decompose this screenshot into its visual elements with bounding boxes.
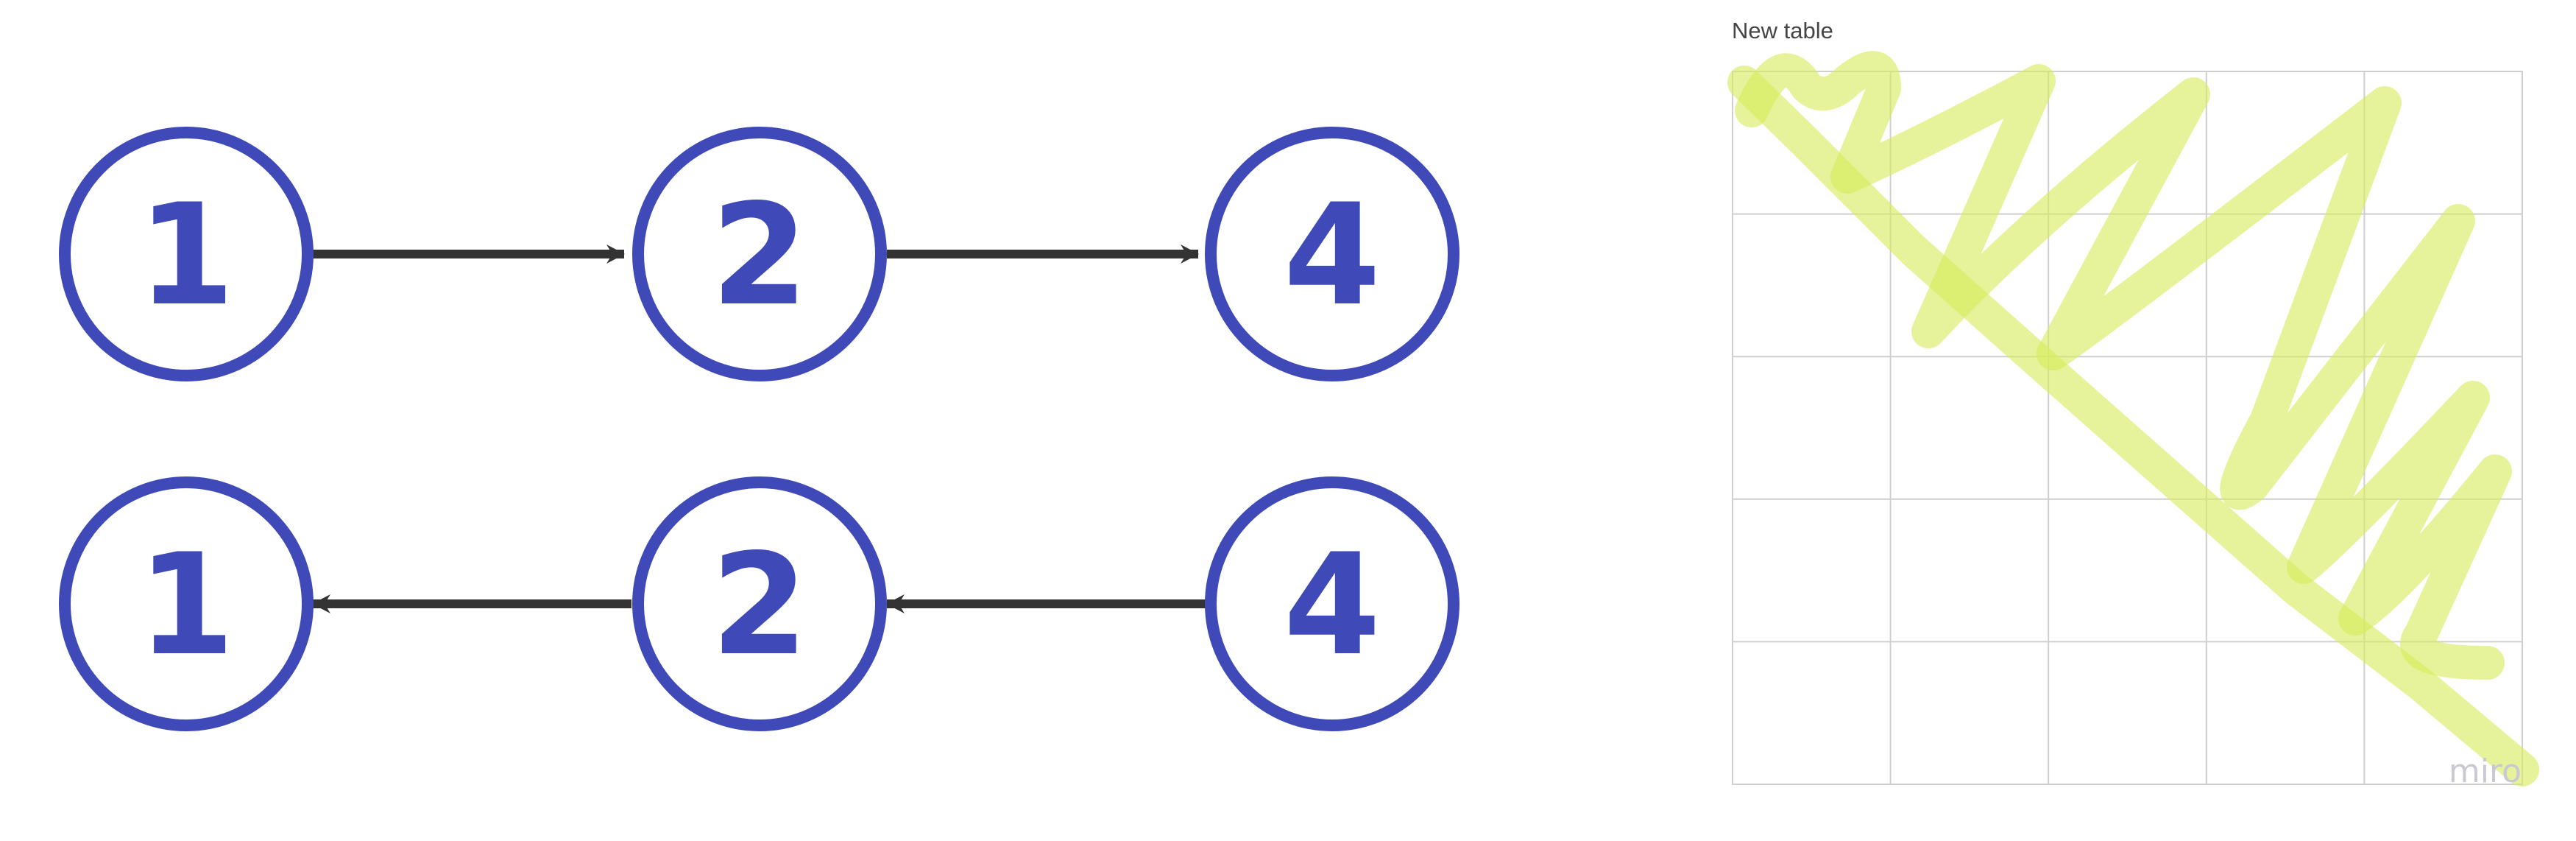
node-b1[interactable]: 1	[59, 476, 314, 731]
node-f4[interactable]: 4	[1205, 127, 1459, 381]
table-border	[1732, 71, 2523, 785]
node-label: 2	[711, 524, 808, 686]
node-label: 4	[1284, 174, 1381, 337]
node-f2[interactable]: 2	[632, 127, 887, 381]
node-f1[interactable]: 1	[59, 127, 314, 381]
node-label: 1	[138, 174, 235, 337]
node-label: 2	[711, 174, 808, 337]
node-label: 4	[1284, 524, 1381, 686]
node-label: 1	[138, 524, 235, 686]
diagram-row-forward: 1 2 4	[59, 127, 1459, 381]
diagram-row-backward: 1 2 4	[59, 476, 1459, 731]
table-title: New table	[1732, 18, 1833, 43]
miro-logo: miro	[2449, 753, 2522, 790]
table-widget[interactable]: New table miro	[1727, 18, 2539, 790]
node-b4[interactable]: 4	[1205, 476, 1459, 731]
node-b2[interactable]: 2	[632, 476, 887, 731]
highlighter-scribble-icon[interactable]	[1727, 51, 2539, 787]
